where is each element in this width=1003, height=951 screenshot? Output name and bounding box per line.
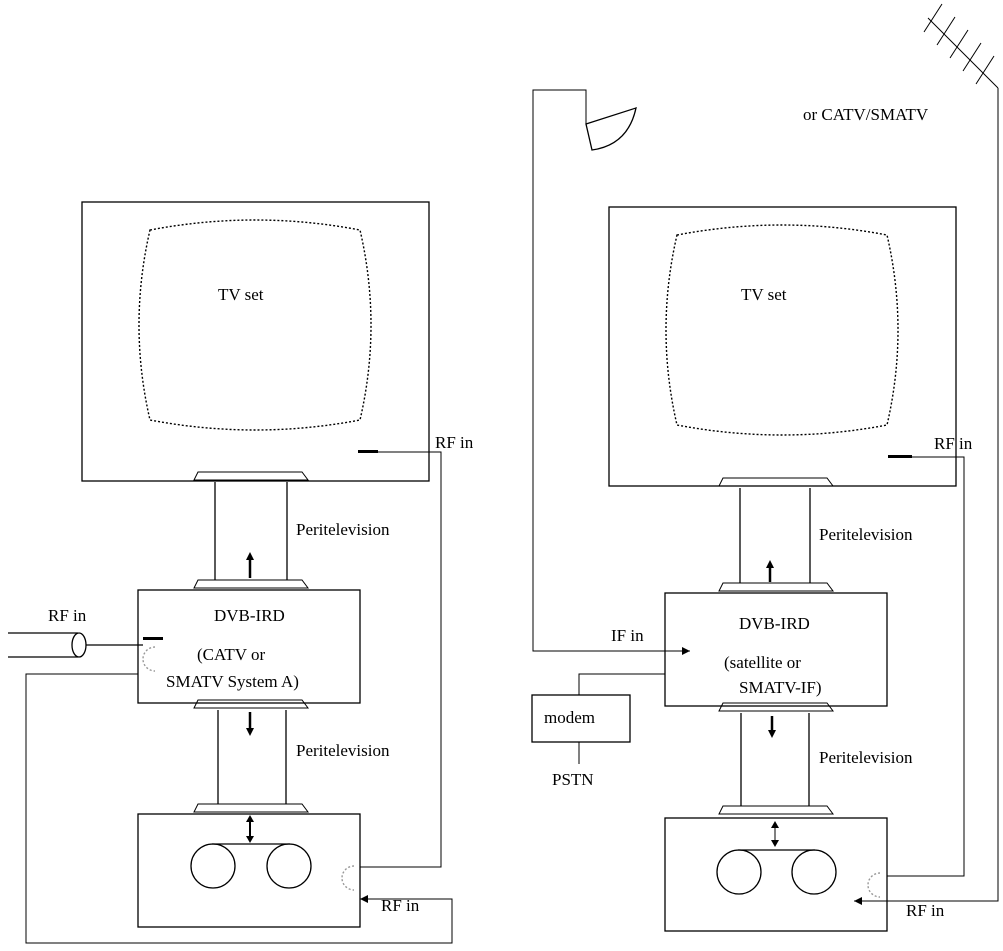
right-antenna: or CATV/SMATV	[803, 3, 999, 124]
right-antenna-label: or CATV/SMATV	[803, 105, 929, 124]
left-coax-cable: RF in	[8, 606, 143, 658]
left-tv-set: TV set RF in	[81, 201, 474, 482]
left-coax-rf-in-label: RF in	[48, 606, 87, 625]
right-ird-if-in-label: IF in	[611, 626, 644, 645]
right-tv-label: TV set	[741, 285, 787, 304]
right-peritelevision-lower-label: Peritelevision	[819, 748, 913, 767]
right-vcr-rf-out	[867, 872, 881, 898]
right-peritelevision-upper-label: Peritelevision	[819, 525, 913, 544]
left-tv-label: TV set	[218, 285, 264, 304]
left-peritelevision-upper: Peritelevision	[193, 471, 390, 589]
left-dvb-ird: DVB-IRD (CATV or SMATV System A)	[137, 589, 361, 704]
left-vcr-rf-out	[341, 865, 355, 891]
right-modem: modem PSTN	[531, 694, 631, 789]
right-peritelevision-lower: Peritelevision	[718, 702, 913, 815]
left-peritelevision-lower: Peritelevision	[193, 699, 390, 813]
left-vcr-reel-right	[266, 843, 312, 889]
left-wiring	[25, 451, 453, 944]
right-tv-screen	[665, 224, 899, 436]
right-ird-line2: (satellite or	[724, 653, 801, 672]
left-tv-rf-in-label: RF in	[435, 433, 474, 452]
left-vcr-reel-left	[190, 843, 236, 889]
right-tv-rf-socket	[888, 455, 912, 458]
left-ird-title: DVB-IRD	[214, 606, 285, 625]
right-vcr-rf-in-label: RF in	[906, 901, 945, 920]
right-satellite-dish	[585, 107, 637, 151]
left-tv-screen	[138, 219, 372, 431]
right-configuration: or CATV/SMATV TV set RF in Peritelevisio…	[531, 3, 999, 932]
left-configuration: TV set RF in Peritelevision DVB-IRD (CAT…	[8, 201, 474, 944]
left-ird-rf-out	[142, 646, 156, 672]
left-ird-line3: SMATV System A)	[166, 672, 299, 691]
right-modem-label: modem	[544, 708, 595, 727]
right-dvb-ird: DVB-IRD (satellite or SMATV-IF) IF in	[611, 592, 888, 707]
right-peritelevision-upper: Peritelevision	[718, 477, 913, 592]
left-peritelevision-lower-label: Peritelevision	[296, 741, 390, 760]
right-vcr-reel-left	[716, 849, 762, 895]
right-ird-title: DVB-IRD	[739, 614, 810, 633]
right-vcr: RF in	[664, 817, 945, 932]
left-vcr: RF in	[137, 813, 420, 928]
right-pstn-label: PSTN	[552, 770, 594, 789]
left-ird-line2: (CATV or	[197, 645, 265, 664]
right-ird-line3: SMATV-IF)	[739, 678, 822, 697]
left-vcr-rf-in-label: RF in	[381, 896, 420, 915]
right-vcr-reel-right	[791, 849, 837, 895]
right-tv-set: TV set RF in	[608, 206, 973, 487]
right-wiring	[532, 88, 999, 905]
left-ird-rf-socket	[143, 637, 163, 640]
right-tv-rf-in-label: RF in	[934, 434, 973, 453]
left-tv-rf-socket	[358, 450, 378, 453]
left-peritelevision-upper-label: Peritelevision	[296, 520, 390, 539]
